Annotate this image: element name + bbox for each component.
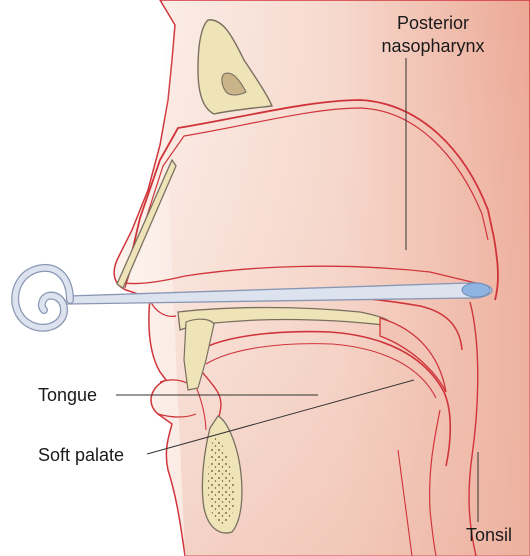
posterior-nasopharynx-label-line1: Posterior [397,13,469,33]
tonsil-label: Tonsil [466,525,512,545]
posterior-nasopharynx-label-line2: nasopharynx [381,36,484,56]
soft-palate-label: Soft palate [38,445,124,465]
tongue-label: Tongue [38,385,97,405]
